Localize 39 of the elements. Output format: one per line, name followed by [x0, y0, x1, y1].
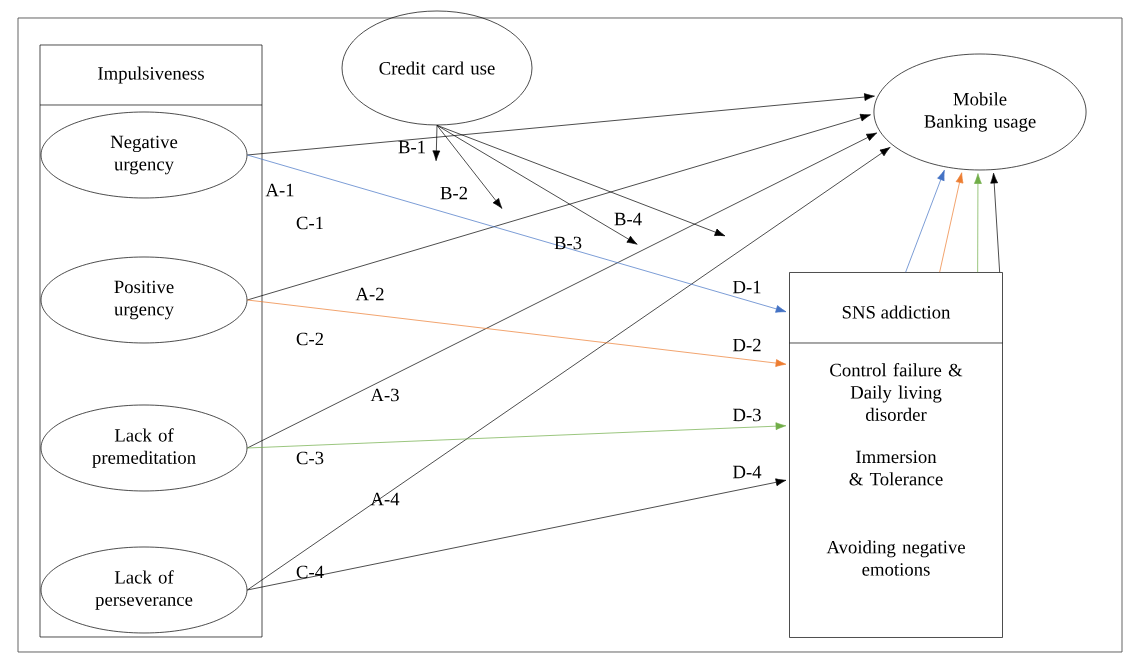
path-label: D-2 — [732, 338, 761, 352]
arrow — [247, 93, 875, 156]
arrow — [432, 125, 441, 162]
ellipse-node: Mobile Banking usage — [873, 53, 1087, 171]
edge-label: A-4 — [370, 492, 400, 506]
path-label: D-3 — [732, 408, 761, 422]
arrow — [436, 125, 503, 209]
ellipse-node: Lack of perseverance — [40, 546, 248, 634]
edge-label: A-3 — [370, 388, 399, 402]
arrow — [939, 172, 964, 273]
arrow — [436, 125, 726, 237]
edge-label: B-2 — [440, 186, 468, 200]
path-label: D-1 — [732, 280, 761, 294]
arrow — [247, 422, 787, 449]
edge-label: A-2 — [355, 287, 384, 301]
arrow — [247, 478, 787, 591]
edge-label: A-1 — [265, 183, 294, 197]
arrow — [990, 172, 1000, 273]
edge-label: C-4 — [296, 565, 324, 579]
edge-label: C-3 — [296, 451, 324, 465]
arrow — [974, 173, 982, 273]
arrow — [247, 147, 891, 591]
ellipse-node: Credit card use — [341, 10, 533, 126]
edge-label: C-1 — [296, 216, 323, 230]
arrow — [247, 113, 871, 301]
construct-box: SNS addiction Control failure & Daily living disorder Immersion & Tolerance Avoiding negative emotions — [789, 272, 1003, 638]
edge-label: B-4 — [614, 212, 642, 226]
path-label: D-4 — [732, 465, 762, 479]
ellipse-node: Positive urgency — [40, 256, 248, 344]
arrow — [436, 125, 638, 245]
ellipse-node: Negative urgency — [40, 111, 248, 199]
arrow — [247, 299, 787, 367]
edge-label: B-1 — [398, 140, 425, 154]
arrow — [905, 169, 945, 273]
ellipse-node: Lack of premeditation — [40, 404, 248, 492]
edge-label: B-3 — [554, 236, 582, 250]
arrow — [247, 132, 878, 449]
arrow — [247, 154, 787, 313]
edge-label: C-2 — [296, 332, 324, 346]
